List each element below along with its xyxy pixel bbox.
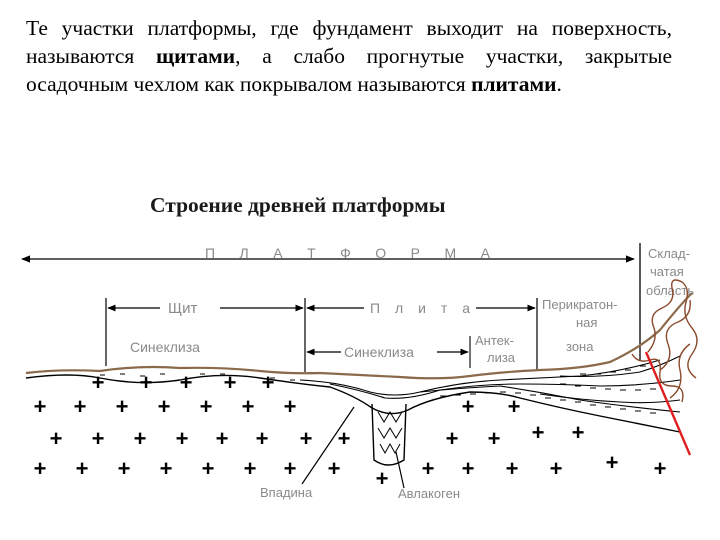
basement-cross: +: [262, 370, 275, 395]
basement-cross: +: [34, 394, 47, 419]
aulacogen-label: Авлакоген: [398, 486, 460, 501]
basement-cross: +: [160, 456, 173, 481]
basement-cross: +: [224, 370, 237, 395]
basement-cross: +: [92, 370, 105, 395]
basement-crosses: ++++++++++++++++++++++++++++++++++++++++…: [34, 370, 667, 491]
surface-line: [25, 292, 693, 380]
basement-cross: +: [462, 394, 475, 419]
para-text-2: , а слабо прогнутые участки, закрытые ос…: [26, 44, 672, 96]
basement-cross: +: [34, 456, 47, 481]
basement-cross: +: [422, 456, 435, 481]
syneclise-left-label: Синеклиза: [130, 339, 200, 355]
aulacogen-fill: [377, 411, 403, 455]
pericratonic-label-2: ная: [576, 315, 597, 330]
folded-label-2: чатая: [650, 264, 684, 279]
basement-cross: +: [338, 426, 351, 451]
basement-cross: +: [200, 394, 213, 419]
basement-cross: +: [550, 456, 563, 481]
basement-cross: +: [140, 370, 153, 395]
sediment-layer-4: [539, 393, 681, 404]
sediment-layer-5: [559, 355, 681, 377]
basement-cross: +: [202, 456, 215, 481]
basement-cross: +: [180, 370, 193, 395]
basement-cross: +: [508, 394, 521, 419]
term-plates: плитами: [471, 72, 557, 96]
basement-cross: +: [50, 426, 63, 451]
basement-cross: +: [446, 426, 459, 451]
sediment-layer-2: [329, 379, 681, 399]
basement-cross: +: [116, 394, 129, 419]
fault-line: [644, 351, 692, 456]
depression-pointer: [301, 406, 355, 485]
basement-cross: +: [244, 456, 257, 481]
term-shields: щитами: [155, 44, 236, 68]
basement-cross: +: [284, 456, 297, 481]
sediment-hatching: [100, 365, 656, 414]
basement-cross: +: [572, 420, 585, 445]
basement-cross: +: [74, 394, 87, 419]
depression-label: Впадина: [260, 485, 313, 500]
cross-section: [25, 279, 698, 489]
plate-label: П л и т а: [370, 300, 470, 316]
fold-wiggle-3: [631, 353, 684, 403]
intro-paragraph: Те участки платформы, где фундамент выхо…: [26, 14, 672, 98]
pericratonic-label-1: Перикратон-: [542, 297, 617, 312]
platform-label: П Л А Т Ф О Р М А: [205, 245, 491, 261]
basement-cross: +: [654, 456, 667, 481]
aulacogen-trough: [371, 403, 407, 466]
para-text-1: Те участки платформы, где фундамент выхо…: [26, 16, 672, 68]
basement-cross: +: [488, 426, 501, 451]
basement-cross: +: [300, 426, 313, 451]
basement-cross: +: [284, 394, 297, 419]
shield-label: Щит: [168, 300, 197, 317]
basement-cross: +: [242, 394, 255, 419]
para-text-3: .: [556, 72, 562, 96]
pericratonic-label-3: зона: [566, 339, 594, 354]
basement-cross: +: [376, 466, 389, 491]
fold-wiggle-2: [659, 299, 691, 399]
basement-cross: +: [216, 426, 229, 451]
sediment-layer-3: [419, 385, 681, 413]
basement-cross: +: [158, 394, 171, 419]
anteclise-label-2: лиза: [487, 350, 516, 365]
basement-cross: +: [532, 420, 545, 445]
basement-cross: +: [176, 426, 189, 451]
basement-cross: +: [328, 456, 341, 481]
aulacogen-pointer: [395, 451, 405, 489]
folded-label-1: Склад-: [648, 246, 690, 261]
basement-cross: +: [134, 426, 147, 451]
basement-cross: +: [462, 456, 475, 481]
basement-cross: +: [506, 456, 519, 481]
fold-wiggle-1: [647, 279, 698, 379]
basement-cross: +: [256, 426, 269, 451]
anteclise-label-1: Антек-: [475, 333, 514, 348]
basement-cross: +: [92, 426, 105, 451]
basement-cross: +: [118, 456, 131, 481]
sediment-layer-1: [299, 359, 661, 396]
diagram-title: Строение древней платформы: [150, 193, 446, 217]
basement-cross: +: [76, 456, 89, 481]
folded-label-3: область: [646, 283, 694, 298]
syneclise-center-label: Синеклиза: [344, 344, 414, 360]
basement-cross: +: [606, 450, 619, 475]
